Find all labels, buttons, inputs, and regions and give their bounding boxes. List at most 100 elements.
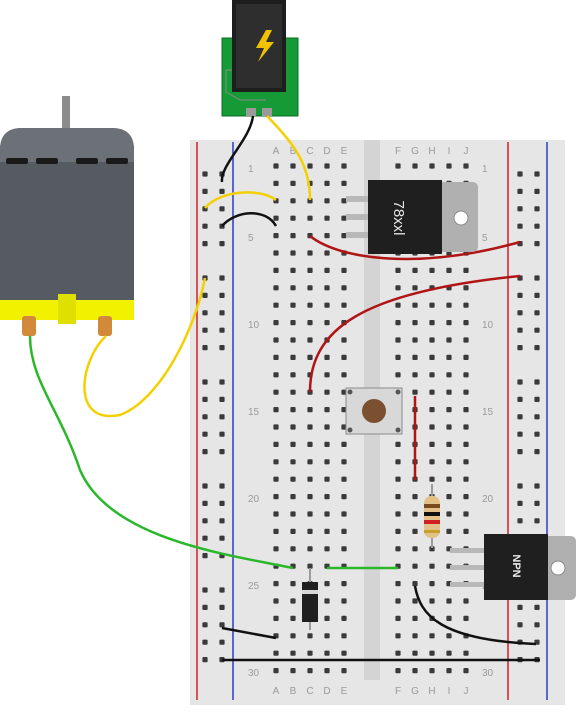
motor-vent-4 [106,158,128,164]
hole-r20-c6 [395,494,401,500]
hole-r11-c9 [446,337,452,343]
hole-r18-c10 [463,459,469,465]
rail-hole-g1-3-c2 [219,206,225,212]
hole-r15-c10 [463,407,469,413]
hole-r7-c6 [395,267,401,273]
hole-r16-c3 [307,424,313,430]
hole-r16-c4 [324,424,330,430]
motor-shaft [62,96,70,130]
rail-hole-g2-3-c1 [202,310,208,316]
hole-r7-c5 [341,267,347,273]
hole-r12-c1 [273,354,279,360]
hole-r23-c3 [307,546,313,552]
hole-r1-c10 [463,163,469,169]
col-letter-h-bottom: H [428,686,435,697]
hole-r14-c1 [273,389,279,395]
rail-hole-g2-2-c3 [517,292,523,298]
rail-hole-g1-5-c4 [534,241,540,247]
rail-hole-g5-3-c2 [219,622,225,628]
pushbutton-cap [362,399,386,423]
hole-r2-c5 [341,180,347,186]
hole-r9-c5 [341,302,347,308]
row-number-25-left: 25 [248,581,260,592]
hole-r11-c5 [341,337,347,343]
rail-hole-g1-5-c2 [219,241,225,247]
hole-r30-c8 [429,668,435,674]
hole-r12-c7 [412,354,418,360]
hole-r30-c4 [324,668,330,674]
wire-black-jack [220,115,255,183]
rail-hole-g5-2-c4 [534,604,540,610]
hole-r26-c4 [324,598,330,604]
hole-r1-c8 [429,163,435,169]
hole-r21-c6 [395,511,401,517]
rail-hole-g3-3-c2 [219,414,225,420]
row-number-30-left: 30 [248,668,260,679]
hole-r5-c5 [341,233,347,239]
hole-r17-c9 [446,441,452,447]
rail-hole-g5-2-c1 [202,604,208,610]
hole-r23-c8 [429,546,435,552]
hole-r11-c3 [307,337,313,343]
npn-transistor: NPN [450,534,576,600]
hole-r29-c7 [412,650,418,656]
hole-r30-c2 [290,668,296,674]
transistor-body [484,534,548,600]
rail-hole-g5-4-c1 [202,639,208,645]
hole-r2-c4 [324,180,330,186]
hole-r6-c2 [290,250,296,256]
hole-r11-c1 [273,337,279,343]
hole-r29-c4 [324,650,330,656]
diode-body [302,582,318,622]
row-number-5-right: 5 [482,233,488,244]
col-letter-i-bottom: I [448,686,451,697]
rail-hole-g1-3-c4 [534,206,540,212]
hole-r7-c10 [463,267,469,273]
pushbutton-pin-2 [395,389,401,395]
wire-black-transistor [413,585,537,646]
rail-hole-g4-3-c2 [219,518,225,524]
rail-hole-g2-1-c4 [534,275,540,281]
rail-hole-g1-2-c3 [517,188,523,194]
hole-r15-c9 [446,407,452,413]
hole-r14-c8 [429,389,435,395]
rail-hole-g2-1-c2 [219,275,225,281]
motor-mount-center [58,294,76,324]
hole-r8-c4 [324,285,330,291]
hole-r29-c3 [307,650,313,656]
rail-hole-g1-4-c1 [202,223,208,229]
hole-r25-c4 [324,581,330,587]
hole-r28-c3 [307,633,313,639]
row-number-1-right: 1 [482,164,488,175]
pushbutton-icon [345,387,403,435]
rail-hole-g3-1-c2 [219,379,225,385]
hole-r9-c2 [290,302,296,308]
regulator-body [368,180,442,254]
col-letter-i-top: I [448,146,451,157]
col-letter-c-bottom: C [306,686,313,697]
hole-r24-c8 [429,563,435,569]
row-number-15-left: 15 [248,407,260,418]
rail-hole-g2-5-c3 [517,345,523,351]
hole-r4-c4 [324,215,330,221]
transistor-leg-2 [450,565,486,570]
wire-yellow-motor [83,277,207,418]
hole-r8-c7 [412,285,418,291]
hole-r15-c8 [429,407,435,413]
hole-r3-c3 [307,198,313,204]
hole-r20-c10 [463,494,469,500]
hole-r23-c7 [412,546,418,552]
hole-r10-c3 [307,320,313,326]
hole-r10-c10 [463,320,469,326]
hole-r17-c8 [429,441,435,447]
hole-r23-c6 [395,546,401,552]
rail-hole-g3-4-c4 [534,431,540,437]
rail-hole-g4-2-c1 [202,500,208,506]
hole-r25-c7 [412,581,418,587]
rail-hole-g3-2-c3 [517,396,523,402]
hole-r9-c10 [463,302,469,308]
rail-hole-g3-5-c1 [202,449,208,455]
hole-r14-c9 [446,389,452,395]
hole-r3-c5 [341,198,347,204]
